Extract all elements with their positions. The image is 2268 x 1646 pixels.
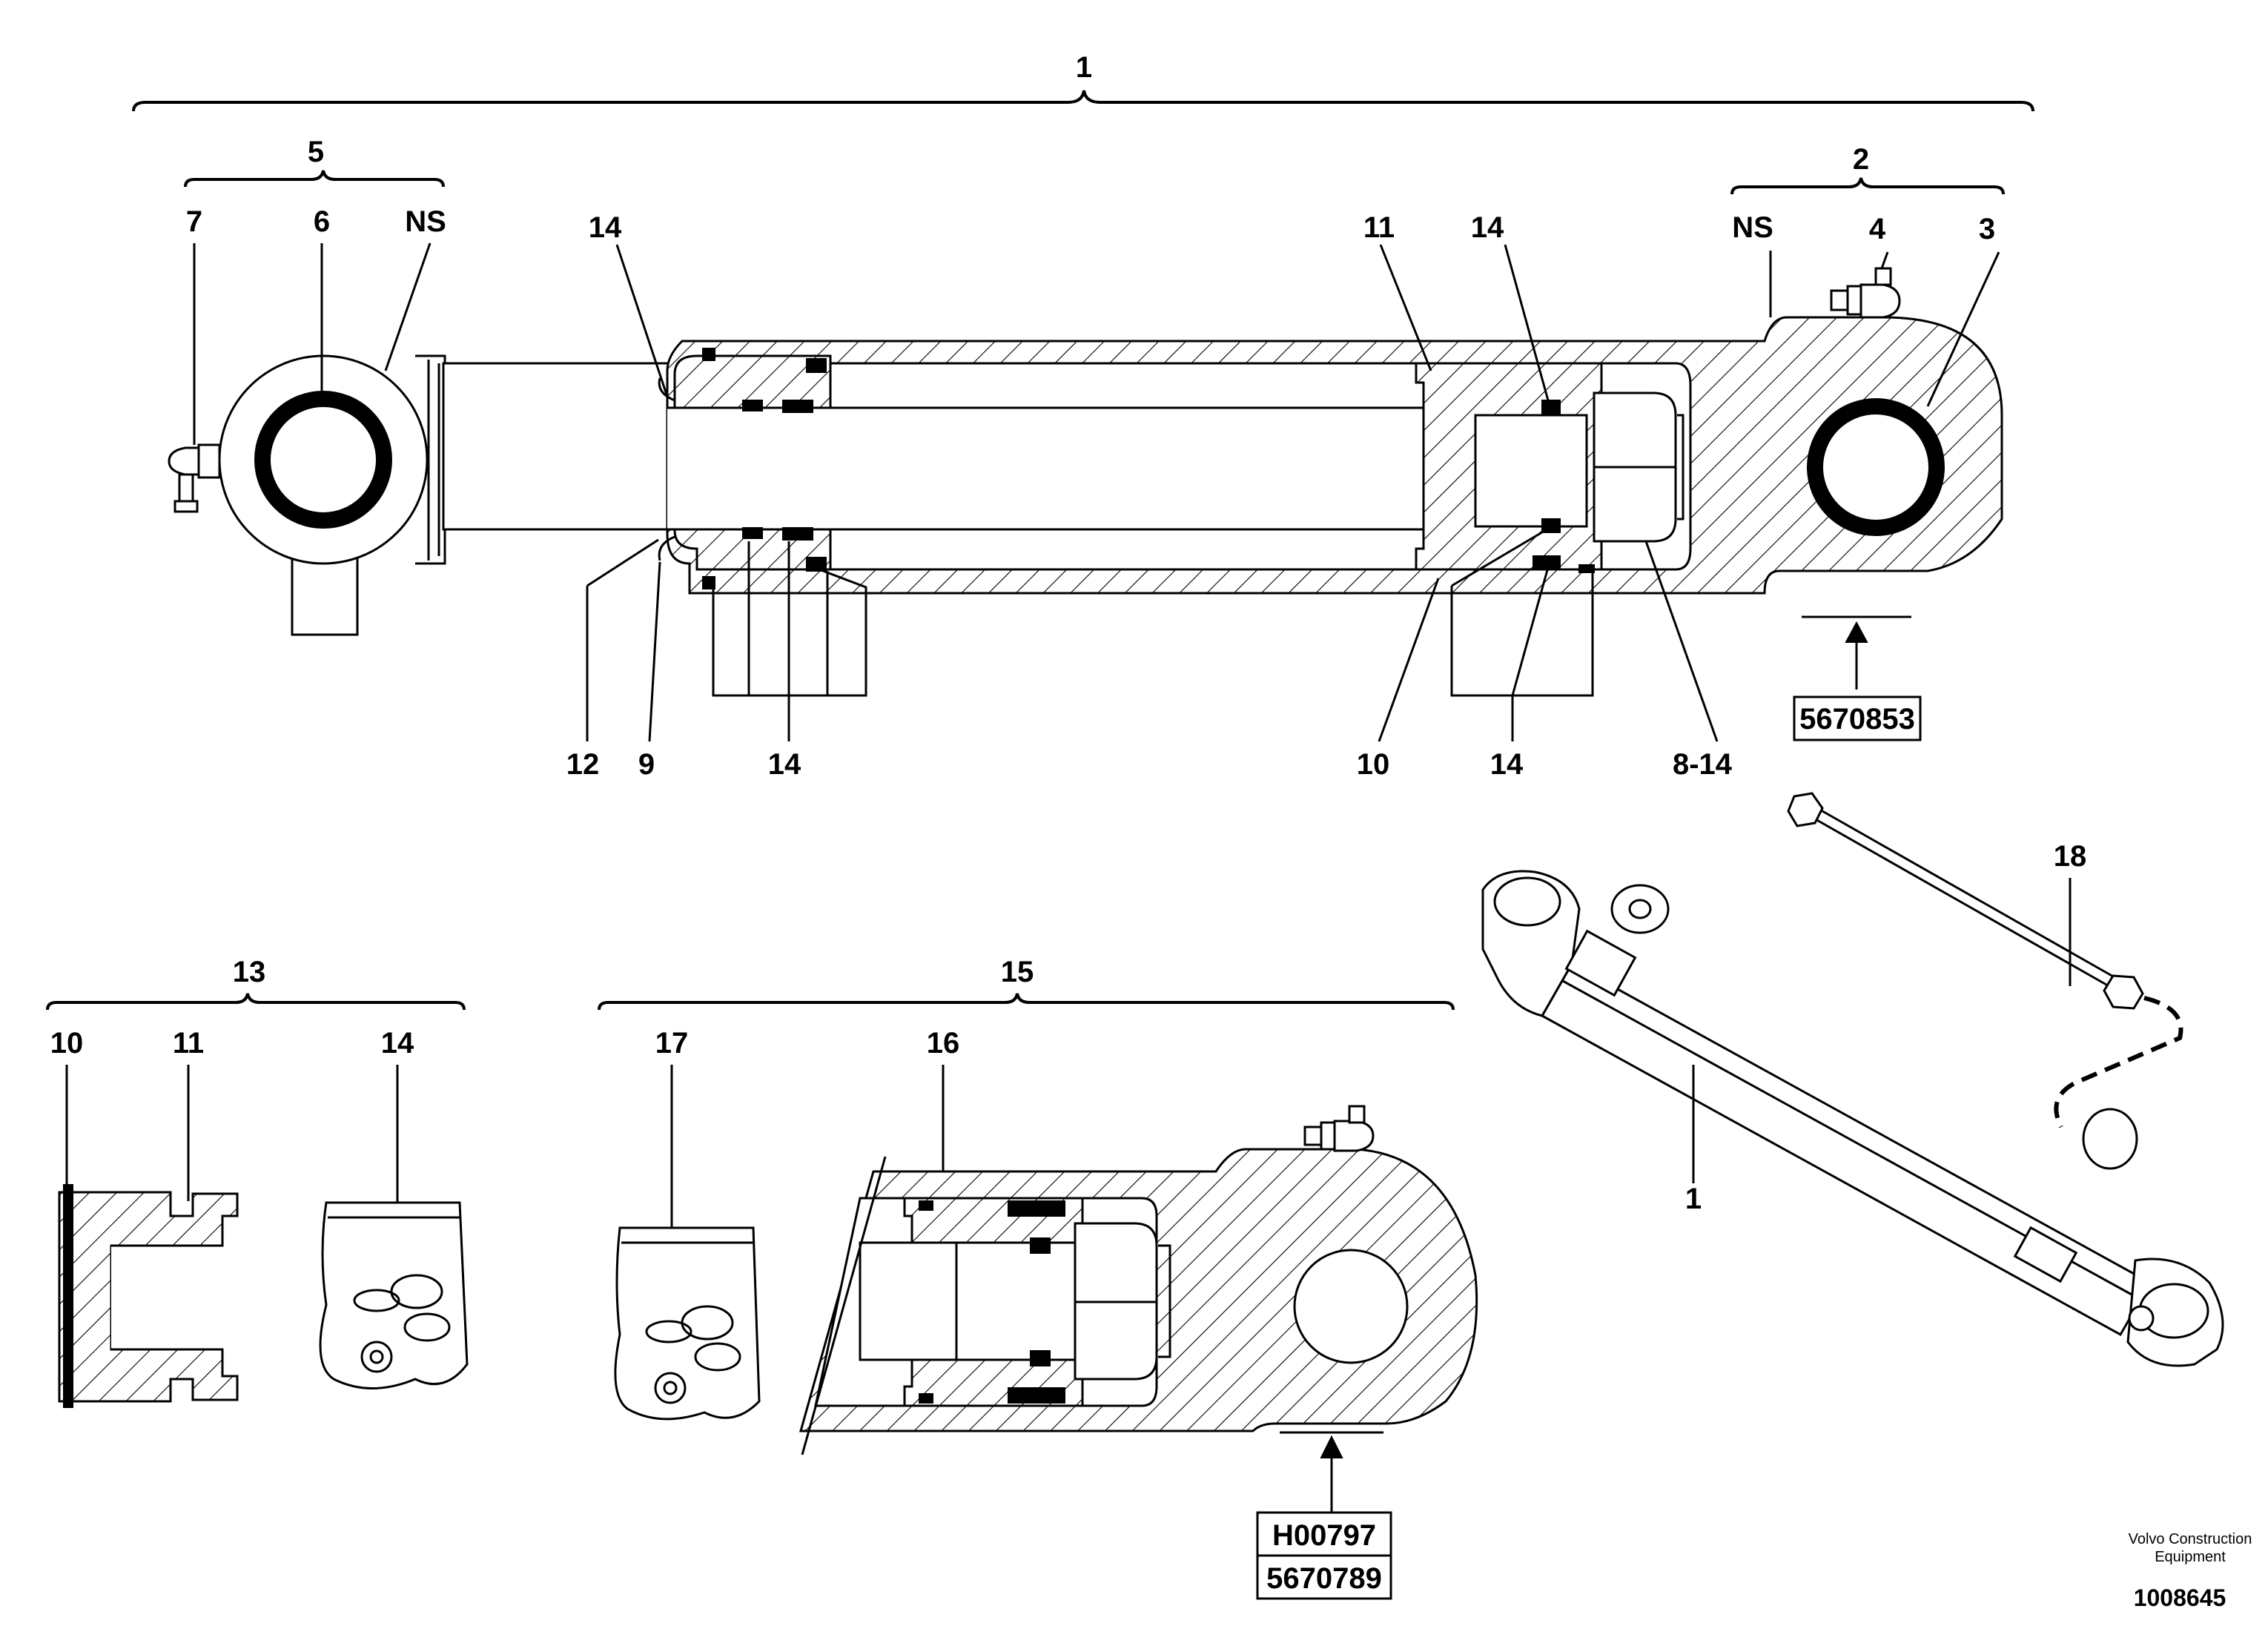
callout-13: 13 [233, 956, 266, 988]
ref-number-top: 5670853 [1799, 703, 1915, 736]
seal [1541, 400, 1561, 414]
brace-5 [184, 170, 445, 188]
callout-2: 2 [1853, 143, 1869, 176]
callout-18: 18 [2054, 840, 2087, 873]
ref-number-h00797: H00797 [1272, 1519, 1376, 1552]
seal [806, 358, 827, 373]
wiper [658, 377, 675, 561]
pipe-18 [1808, 804, 2126, 995]
leader-lines [193, 242, 2000, 742]
callout-17: 17 [655, 1027, 689, 1060]
callout-7: 7 [186, 205, 202, 238]
rod-stub [955, 1241, 1077, 1361]
callout-3: 3 [1979, 213, 1995, 245]
cylinder-eye-bushing [1807, 398, 1945, 536]
callout-15: 15 [1001, 956, 1034, 988]
grease-nipple-left [168, 443, 221, 513]
main-cylinder-section: 5670853 [132, 90, 2034, 742]
cylinder-eye-bore [1293, 1249, 1409, 1364]
pipe-nut [2103, 974, 2144, 1010]
callout-14: 14 [1471, 211, 1504, 244]
rod-eye-stem [291, 555, 359, 636]
rod-stub [1474, 414, 1588, 528]
callout-ns-right: NS [1732, 211, 1773, 244]
grease-nipple [1303, 1105, 1375, 1152]
callout-10: 10 [1357, 748, 1390, 781]
brace-2 [1730, 177, 2005, 195]
callout-6: 6 [314, 205, 330, 238]
brace-15 [598, 993, 1455, 1011]
callout-5: 5 [308, 136, 324, 168]
callout-1: 1 [1076, 51, 1092, 84]
brace-13 [46, 993, 466, 1011]
seal [702, 576, 715, 589]
isometric-cylinder: 18 1 [1481, 792, 2224, 1367]
cylinder-port [2082, 1108, 2138, 1170]
brand-line-2: Equipment [2155, 1549, 2226, 1565]
ref-number-5670789: 5670789 [1266, 1562, 1382, 1595]
grease-nipple-right [1830, 267, 1901, 319]
seal [702, 348, 715, 361]
callout-4: 4 [1869, 213, 1886, 245]
seal [806, 557, 827, 572]
callout-ns-left: NS [405, 205, 446, 238]
seal [782, 400, 813, 413]
seal [1533, 555, 1561, 570]
seal-bag [614, 1226, 761, 1421]
callout-11: 11 [1363, 211, 1395, 244]
kit-15: 15 17 16 [598, 956, 1478, 1600]
piston-ring [63, 1184, 73, 1408]
callout-14: 14 [768, 748, 801, 781]
ref-box-5670789 [1256, 1554, 1392, 1600]
cylinder-port [1610, 884, 1670, 934]
piston-bore [111, 1246, 222, 1349]
brace-1-top [132, 90, 2034, 112]
callout-14: 14 [1490, 748, 1524, 781]
document-number: 1008645 [2134, 1584, 2226, 1611]
footer: Volvo Construction Equipment 1008645 [2129, 1531, 2252, 1611]
seal [1578, 564, 1595, 573]
ref-box-top [1793, 695, 1922, 741]
callout-9: 9 [638, 748, 655, 781]
seal [782, 527, 813, 541]
callout-12: 12 [566, 748, 600, 781]
callout-16: 16 [927, 1027, 960, 1060]
rod-eye [218, 354, 429, 565]
rod-through-gland [667, 408, 1475, 529]
brand-line-1: Volvo Construction [2129, 1531, 2252, 1547]
callout-10: 10 [50, 1027, 84, 1060]
rod-eye-bushing [254, 391, 392, 529]
seal [742, 527, 763, 539]
callout-14: 14 [589, 211, 622, 244]
callout-11: 11 [173, 1027, 204, 1060]
rod-end-eye [1493, 876, 1561, 927]
callout-1: 1 [1685, 1183, 1702, 1215]
pipe-dashed [2054, 996, 2183, 1128]
seal [742, 400, 763, 412]
seal-bag [319, 1201, 469, 1389]
top-callouts: 1 5 2 7 6 NS 14 11 14 NS 4 3 12 9 14 10 … [186, 51, 1995, 781]
callout-14: 14 [381, 1027, 414, 1060]
kit-13: 13 10 11 14 [46, 956, 469, 1408]
callout-8-14: 8-14 [1673, 748, 1733, 781]
pipe-nut [1787, 792, 1824, 827]
